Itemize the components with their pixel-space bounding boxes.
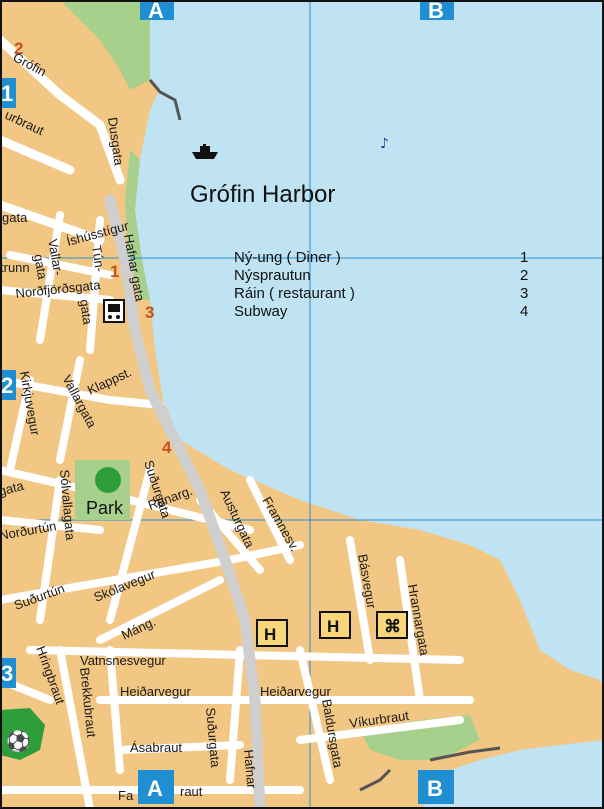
street-label: Ásabraut bbox=[130, 740, 182, 755]
green-shore-side bbox=[125, 150, 150, 300]
park-dot bbox=[95, 467, 121, 493]
buoy-icon: ♪ bbox=[380, 136, 389, 152]
legend-item-number: 1 bbox=[520, 249, 528, 266]
grid-label-row-1: 1 bbox=[0, 78, 16, 108]
street-label: Vallar- bbox=[45, 238, 66, 277]
street-label: Hafnar bbox=[241, 749, 259, 790]
grid-label-row-2: 2 bbox=[0, 370, 16, 400]
north-pier bbox=[148, 79, 182, 121]
svg-text:A: A bbox=[147, 776, 163, 801]
svg-text:H: H bbox=[327, 617, 339, 636]
svg-text:⌘: ⌘ bbox=[384, 617, 401, 636]
street-label: raut bbox=[180, 784, 203, 799]
marker-2: 2 bbox=[14, 39, 23, 58]
sport-icon: ⚽ bbox=[5, 729, 31, 753]
street-label: Heiðarvegur bbox=[120, 684, 191, 699]
grid-label-a-bottom: A bbox=[138, 770, 174, 804]
svg-text:B: B bbox=[428, 0, 444, 23]
legend-item-number: 2 bbox=[520, 267, 528, 284]
svg-text:B: B bbox=[427, 776, 443, 801]
street-label: gata bbox=[2, 210, 28, 225]
south-pier bbox=[359, 746, 501, 792]
svg-text:3: 3 bbox=[1, 661, 13, 686]
map-title: Grófin Harbor bbox=[190, 181, 335, 208]
ferry-icon bbox=[192, 144, 218, 159]
legend-item-name: Nýsprautun bbox=[234, 267, 311, 284]
grid-label-a-top: A bbox=[140, 0, 174, 23]
svg-text:A: A bbox=[148, 0, 164, 23]
marker-3: 3 bbox=[145, 303, 154, 322]
street-label: Dusgata bbox=[105, 116, 127, 167]
legend-item-number: 4 bbox=[520, 303, 528, 320]
marker-1: 1 bbox=[110, 262, 119, 281]
svg-text:H: H bbox=[264, 625, 276, 644]
street-label: trunn bbox=[0, 260, 30, 275]
street-label: gata bbox=[31, 253, 50, 281]
legend-item-name: Subway bbox=[234, 303, 288, 320]
green-area-bottom-left bbox=[0, 708, 45, 760]
grid-label-b-top: B bbox=[420, 0, 454, 23]
legend-item-name: Ný-ung ( Diner ) bbox=[234, 249, 341, 266]
park-label: Park bbox=[86, 498, 124, 518]
hotel-icon: H bbox=[319, 611, 351, 639]
main-road-hafnargata bbox=[104, 194, 266, 809]
street-label: gata bbox=[0, 478, 26, 499]
street-label: Heiðarvegur bbox=[260, 684, 331, 699]
road-network bbox=[0, 35, 474, 809]
svg-text:2: 2 bbox=[1, 373, 13, 398]
bus-stop-icon bbox=[103, 299, 125, 323]
museum-icon: ⌘ bbox=[376, 611, 408, 639]
street-label: Brekkubraut bbox=[77, 667, 99, 739]
street-label: Suðurgata bbox=[203, 707, 223, 769]
grid-label-row-3: 3 bbox=[0, 658, 16, 688]
svg-text:1: 1 bbox=[1, 81, 13, 106]
marker-4: 4 bbox=[162, 438, 172, 457]
legend-item-number: 3 bbox=[520, 285, 528, 302]
legend: Ný-ung ( Diner ) 1 Nýsprautun 2 Ráin ( r… bbox=[234, 249, 528, 320]
legend-item-name: Ráin ( restaurant ) bbox=[234, 285, 355, 302]
street-label: Vatnsnesvegur bbox=[80, 653, 166, 668]
street-label: gata bbox=[77, 298, 95, 326]
hotel-icon: H bbox=[256, 619, 288, 647]
street-label: Fa bbox=[118, 788, 134, 803]
grid-label-b-bottom: B bbox=[418, 770, 454, 804]
green-shore-top bbox=[60, 0, 150, 90]
street-label: Tún- bbox=[89, 244, 108, 273]
street-label: Sólvallagata bbox=[57, 469, 78, 542]
